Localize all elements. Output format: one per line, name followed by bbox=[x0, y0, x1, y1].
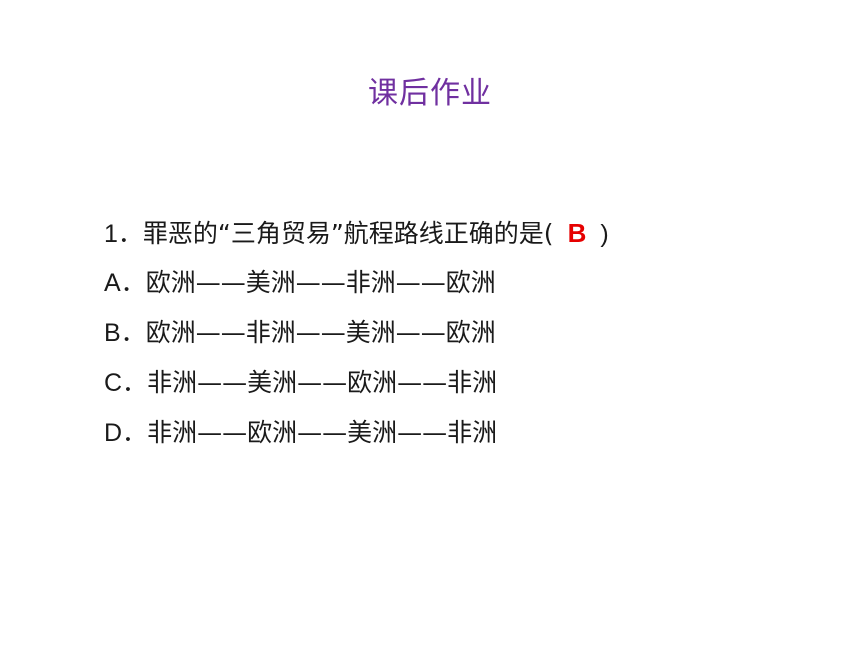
option-label: D． bbox=[104, 419, 148, 447]
question-block: 1．罪恶的“三角贸易”航程路线正确的是(B) A．欧洲——美洲——非洲——欧洲 … bbox=[104, 208, 804, 458]
option-text: 非洲——欧洲——美洲——非洲 bbox=[147, 418, 498, 447]
option-label: A． bbox=[104, 269, 146, 297]
question-number: 1． bbox=[104, 220, 143, 248]
question-text: 罪恶的“三角贸易”航程路线正确的是( bbox=[142, 219, 554, 248]
option-text: 非洲——美洲——欧洲——非洲 bbox=[147, 368, 498, 397]
option-label: C． bbox=[104, 369, 148, 397]
option-a: A．欧洲——美洲——非洲——欧洲 bbox=[104, 258, 804, 308]
option-text: 欧洲——美洲——非洲——欧洲 bbox=[145, 268, 496, 297]
option-b: B．欧洲——非洲——美洲——欧洲 bbox=[104, 308, 804, 358]
option-text: 欧洲——非洲——美洲——欧洲 bbox=[145, 318, 496, 347]
option-c: C．非洲——美洲——欧洲——非洲 bbox=[104, 358, 804, 408]
answer-mark: B bbox=[567, 218, 587, 248]
close-paren: ) bbox=[600, 220, 609, 248]
option-d: D．非洲——欧洲——美洲——非洲 bbox=[104, 408, 804, 458]
question-line: 1．罪恶的“三角贸易”航程路线正确的是( B) bbox=[104, 208, 804, 258]
slide-title: 课后作业 bbox=[368, 76, 492, 111]
option-label: B． bbox=[104, 319, 146, 347]
